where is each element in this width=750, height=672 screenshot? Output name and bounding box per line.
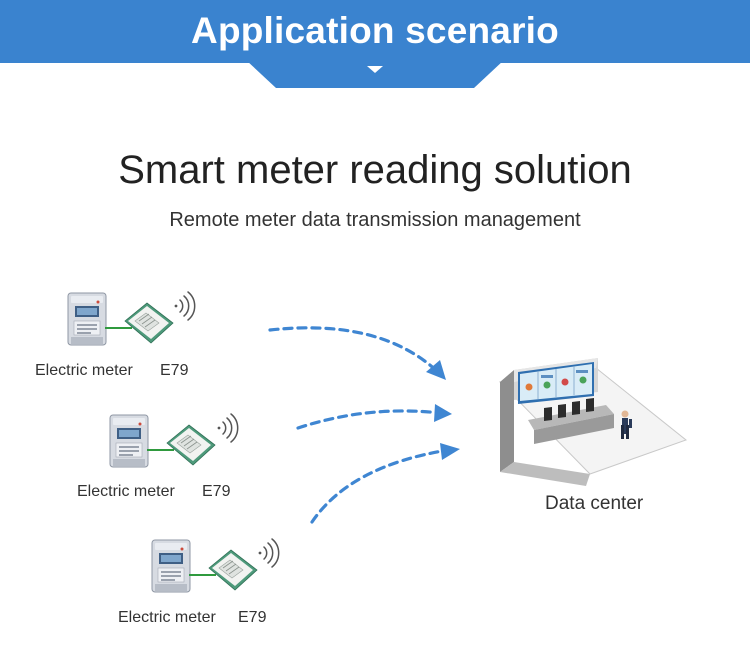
arrow-3	[310, 448, 450, 524]
arrowhead-2	[434, 404, 452, 422]
module-label-1: E79	[160, 362, 189, 379]
arrow-1	[268, 326, 440, 374]
electric-meter-icon	[67, 292, 107, 346]
module-label-2: E79	[202, 483, 231, 500]
wireless-signal-icon	[216, 413, 239, 443]
wireless-signal-icon	[257, 538, 280, 568]
meter-label-2: Electric meter	[77, 483, 175, 500]
arrow-2	[296, 409, 442, 430]
node-3	[151, 538, 280, 593]
header-banner	[0, 0, 750, 63]
banner-tab	[246, 60, 504, 88]
meter-label-3: Electric meter	[118, 609, 216, 626]
node-2	[109, 413, 239, 468]
electric-meter-icon	[109, 414, 149, 468]
banner-title: Application scenario	[191, 10, 559, 51]
arrowhead-1	[426, 360, 446, 380]
arrowhead-3	[440, 443, 460, 460]
data-center-label: Data center	[545, 493, 644, 514]
chevron-down-icon	[367, 66, 383, 73]
wireless-signal-icon	[173, 291, 196, 321]
e79-module-icon	[208, 549, 258, 591]
page-title: Smart meter reading solution	[118, 148, 632, 192]
e79-module-icon	[124, 302, 174, 344]
data-center-illustration	[498, 358, 688, 486]
electric-meter-icon	[151, 539, 191, 593]
e79-module-icon	[166, 424, 216, 466]
page-subtitle: Remote meter data transmission managemen…	[169, 209, 581, 231]
node-1	[67, 291, 196, 346]
module-label-3: E79	[238, 609, 267, 626]
meter-label-1: Electric meter	[35, 362, 133, 379]
